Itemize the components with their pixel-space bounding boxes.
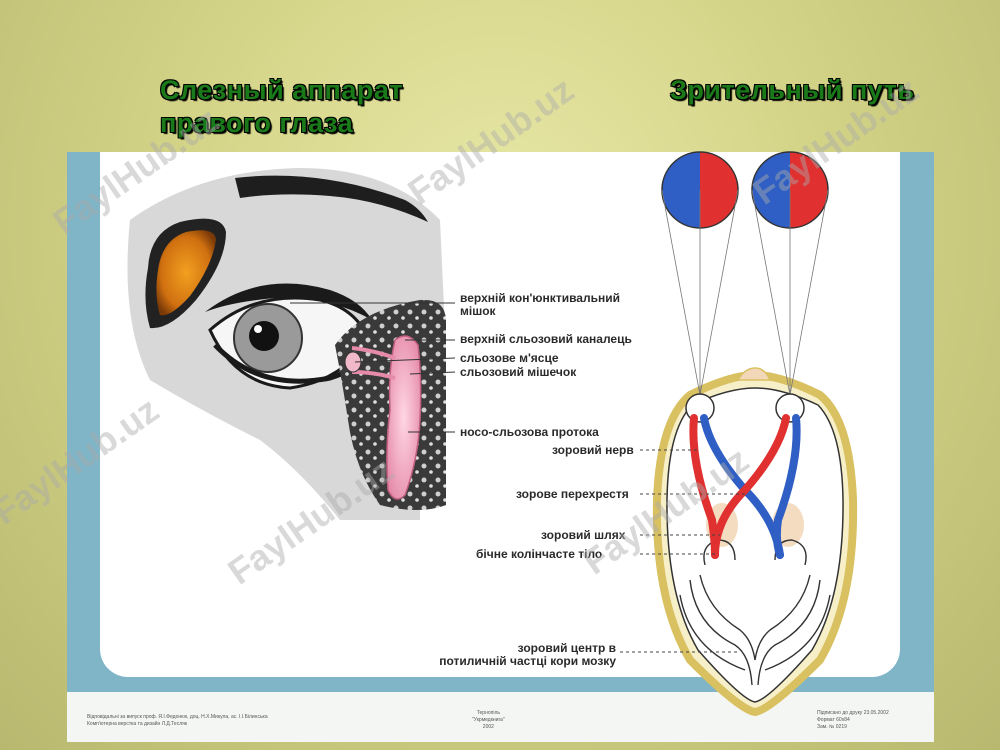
label-nasolacrimal-duct: носо-сльозова протока [460,425,599,439]
footer-print-info: Підписано до друку 23.05.2002 Формат 60х… [817,710,889,731]
left-leader-lines [290,302,456,433]
nose-bump [736,367,772,381]
right-leader-lines [620,449,745,653]
right-title: Зрительный путь [670,75,915,105]
lacrimal-gland [156,230,216,316]
footer-print-line-2: Формат 60х84 [817,717,850,723]
fiber-left-temporal [689,414,719,559]
footer-print-line-3: Зам. № 0219 [817,724,847,730]
leader-lacrimal-sac [409,371,456,375]
lacrimal-apparatus-illustration [127,168,456,520]
pupil-highlight [254,325,262,333]
eyebrow [235,175,428,222]
label-visual-cortex-line-1: зоровий центр в [517,641,616,655]
visual-field-cones [661,189,829,396]
brain-outline [666,387,844,703]
footer-publisher: Тернопіль "Укрмедкнига" 2002 [472,710,505,731]
upper-canaliculus [351,346,396,360]
left-title-line-1: Слезный аппарат [160,75,404,105]
lower-canaliculus [351,370,396,380]
footer-print-line-1: Підписано до друку 23.05.2002 [817,710,889,716]
left-globe [661,151,739,229]
footer-publisher-city: Тернопіль [476,710,500,716]
label-lateral-geniculate-body: бічне колінчасте тіло [476,547,603,561]
left-title-line-2: правого глаза [160,108,354,138]
footer-credits-line-1: Відповідальні за випуск проф. Я.І.Федоню… [87,714,268,720]
fiber-right-temporal [772,414,801,559]
fiber-right-nasal [711,414,790,559]
label-upper-canaliculus: верхній сльозовий каналець [460,332,632,346]
footer-publisher-name: "Укрмедкнига" [472,717,505,723]
footer-credits-line-2: Комп'ютерна верстка та дизайн Л.Д.Тесляк [87,721,188,727]
footer-credits: Відповідальні за випуск проф. Я.І.Федоню… [87,714,268,728]
pupil [249,321,279,351]
label-optic-tract: зоровий шлях [541,528,626,542]
label-upper-sac-line-2: мішок [460,304,496,318]
right-globe [751,151,829,229]
label-upper-sac-line-1: верхній кон'юнктивальний [460,291,620,305]
occipital-cortex [679,539,831,686]
visual-pathway-illustration [620,151,858,717]
label-visual-cortex: зоровий центр в потиличній частці кори м… [428,642,616,668]
label-lacrimal-caruncle: сльозове м'ясце [460,351,559,365]
label-visual-cortex-line-2: потиличній частці кори мозку [439,654,616,668]
upper-eyelid [205,283,372,320]
label-optic-chiasm: зорове перехрестя [516,487,629,501]
leader-caruncle [354,357,456,363]
label-lacrimal-sac: сльозовий мішечок [460,365,577,379]
left-title: Слезный аппарат правого глаза [160,74,500,140]
label-upper-conjunctival-sac: верхній кон'юнктивальний мішок [460,292,620,318]
optic-fibers [689,414,801,559]
poster-footer: Відповідальні за випуск проф. Я.І.Федоню… [67,692,934,742]
label-optic-nerve: зоровий нерв [552,443,634,457]
footer-publisher-year: 2002 [482,724,494,730]
